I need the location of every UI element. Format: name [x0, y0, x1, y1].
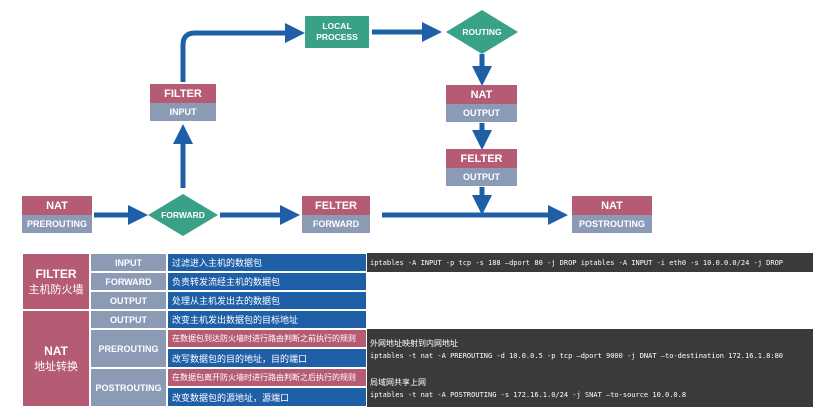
forward-label: FORWARD: [161, 210, 205, 220]
nat-prerouting-cmd: 外网地址映射到内网地址 iptables -t nat -A PREROUTIN…: [367, 329, 813, 368]
felter-forward-bottom: FORWARD: [302, 215, 370, 233]
nat-postrouting-cmd-text: iptables -t nat -A POSTROUTING -s 172.16…: [370, 390, 687, 399]
nat-postrouting-node: NAT POSTROUTING: [572, 196, 652, 233]
filter-cmd-input: iptables -A INPUT -p tcp -s 188 —dport 8…: [367, 253, 813, 272]
arrow-filter-local: [180, 23, 305, 82]
felter-output-bottom: OUTPUT: [446, 168, 517, 186]
nat-postrouting-desc1: 在数据包离开防火墙时进行路由判断之后执行的规则: [167, 368, 367, 387]
felter-forward-top: FELTER: [302, 196, 370, 215]
local-process-line1: LOCAL: [322, 21, 352, 31]
filter-name-en: FILTER: [35, 266, 77, 281]
forward-diamond: [148, 194, 218, 236]
filter-chain-output: OUTPUT: [90, 291, 167, 310]
local-process-box: LOCAL PROCESS: [305, 16, 369, 48]
filter-chain-forward: FORWARD: [90, 272, 167, 291]
nat-prerouting-node: NAT PREROUTING: [22, 196, 92, 233]
filter-input-node: FILTER INPUT: [150, 84, 216, 121]
local-process-line2: PROCESS: [316, 32, 358, 42]
felter-output-top: FELTER: [446, 149, 517, 168]
nat-chain-output: OUTPUT: [90, 310, 167, 329]
filter-input-top: FILTER: [150, 84, 216, 103]
nat-output-top: NAT: [446, 85, 517, 104]
nat-prerouting-cmd-text: iptables -t nat -A PREROUTING -d 10.0.0.…: [370, 351, 784, 360]
routing-label: ROUTING: [462, 27, 502, 37]
filter-chain-input: INPUT: [90, 253, 167, 272]
nat-category: NAT 地址转换: [22, 310, 90, 407]
filter-desc-forward: 负责转发流经主机的数据包: [167, 272, 367, 291]
nat-prerouting-bottom: PREROUTING: [22, 215, 92, 233]
nat-name-zh: 地址转换: [34, 359, 78, 373]
filter-name-zh: 主机防火墙: [28, 282, 84, 296]
nat-chain-prerouting: PREROUTING: [90, 329, 167, 368]
nat-postrouting-desc2: 改变数据包的源地址，源端口: [167, 387, 367, 407]
felter-output-node: FELTER OUTPUT: [446, 149, 517, 186]
nat-desc-output: 改变主机发出数据包的目标地址: [167, 310, 367, 329]
nat-postrouting-bottom: POSTROUTING: [572, 215, 652, 233]
flow-arrows: [94, 10, 568, 236]
filter-desc-input: 过滤进入主机的数据包: [167, 253, 367, 272]
nat-prerouting-desc2: 改写数据包的目的地址，目的端口: [167, 348, 367, 368]
nat-postrouting-cmd: 局域网共享上网 iptables -t nat -A POSTROUTING -…: [367, 368, 813, 407]
nat-postrouting-top: NAT: [572, 196, 652, 215]
nat-postrouting-cmd-title: 局域网共享上网: [370, 377, 426, 387]
felter-forward-node: FELTER FORWARD: [302, 196, 370, 233]
nat-chain-postrouting: POSTROUTING: [90, 368, 167, 407]
filter-category: FILTER 主机防火墙: [22, 253, 90, 310]
routing-diamond: [446, 10, 518, 54]
filter-desc-output: 处理从主机发出去的数据包: [167, 291, 367, 310]
nat-output-bottom: OUTPUT: [446, 104, 517, 122]
nat-prerouting-cmd-title: 外网地址映射到内网地址: [370, 338, 458, 348]
nat-output-node: NAT OUTPUT: [446, 85, 517, 122]
nat-name-en: NAT: [44, 343, 68, 358]
nat-prerouting-desc1: 在数据包到达防火墙时进行路由判断之前执行的规则: [167, 329, 367, 348]
filter-input-bottom: INPUT: [150, 103, 216, 121]
nat-prerouting-top: NAT: [22, 196, 92, 215]
